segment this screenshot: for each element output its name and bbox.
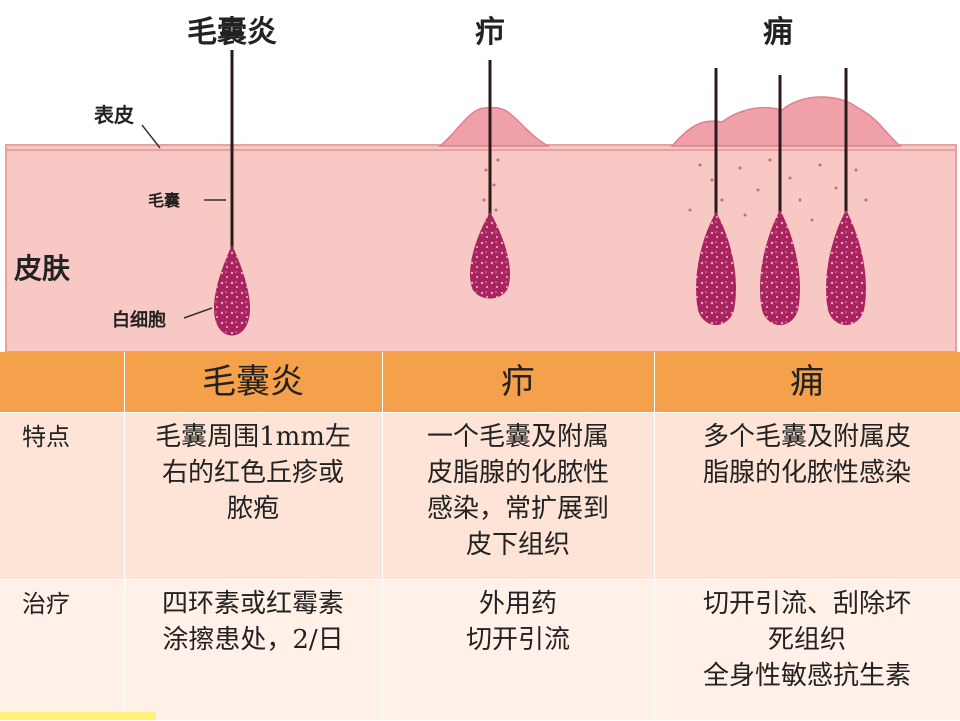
- label-pointers: [141, 124, 226, 319]
- cell-line: 四环素或红霉素: [161, 588, 344, 619]
- inflammation-dots: [482, 158, 868, 224]
- hair-shafts: [230, 50, 848, 270]
- label-hair-follicle: 毛囊: [148, 191, 181, 210]
- carbuncle-bump: [670, 96, 903, 147]
- cell-line: 毛囊周围1mm左: [155, 421, 351, 452]
- follicle-bulbs: [213, 210, 866, 336]
- header-furuncle: 疖: [382, 352, 655, 413]
- title-folliculitis: 毛囊炎: [187, 15, 277, 50]
- cell-line: 多个毛囊及附属皮: [702, 421, 911, 452]
- cell-line: 切开引流、刮除坏: [702, 588, 911, 619]
- comparison-table: 毛囊炎 疖 痈 特点 毛囊周围1mm左 右的红色丘疹或 脓疱 一个毛囊及附属 皮…: [0, 352, 960, 721]
- cell-line: 皮脂腺的化脓性: [426, 457, 609, 488]
- cell-line: 涂擦患处，2/日: [162, 624, 344, 655]
- cell-line: 一个毛囊及附属: [426, 421, 609, 452]
- cell-folliculitis-features: 毛囊周围1mm左 右的红色丘疹或 脓疱: [124, 412, 383, 580]
- skin-diagram: 毛囊炎 疖 痈 表皮 毛囊 皮肤 白细胞: [0, 0, 960, 352]
- label-white-cells: 白细胞: [112, 309, 166, 331]
- table-row-treatment: 治疗 四环素或红霉素 涂擦患处，2/日 外用药 切开引流 切开引流、刮除坏 死组…: [0, 579, 960, 721]
- cell-carbuncle-treatment: 切开引流、刮除坏 死组织 全身性敏感抗生素: [654, 579, 960, 721]
- corner-highlight-strip: [0, 712, 156, 720]
- header-carbuncle: 痈: [654, 352, 960, 413]
- title-carbuncle: 痈: [763, 15, 793, 50]
- label-epidermis: 表皮: [94, 103, 134, 127]
- row-label-features: 特点: [0, 412, 125, 580]
- cell-line: 死组织: [767, 624, 846, 655]
- cell-line: 脂腺的化脓性感染: [702, 457, 911, 488]
- table-header-row: 毛囊炎 疖 痈: [0, 352, 960, 413]
- cell-line: 外用药: [478, 588, 557, 619]
- title-furuncle: 疖: [475, 15, 505, 50]
- cell-carbuncle-features: 多个毛囊及附属皮 脂腺的化脓性感染: [654, 412, 960, 580]
- cell-line: 右的红色丘疹或: [161, 457, 344, 488]
- header-empty: [0, 352, 125, 413]
- cell-line: 全身性敏感抗生素: [702, 660, 911, 691]
- cell-line: 切开引流: [465, 624, 570, 655]
- cell-furuncle-features: 一个毛囊及附属 皮脂腺的化脓性 感染，常扩展到 皮下组织: [382, 412, 655, 580]
- cell-line: 皮下组织: [465, 529, 570, 560]
- cell-line: 脓疱: [226, 493, 279, 524]
- cell-line: 感染，常扩展到: [426, 493, 609, 524]
- label-skin: 皮肤: [14, 252, 71, 285]
- cell-folliculitis-treatment: 四环素或红霉素 涂擦患处，2/日: [124, 579, 383, 721]
- table-row-features: 特点 毛囊周围1mm左 右的红色丘疹或 脓疱 一个毛囊及附属 皮脂腺的化脓性 感…: [0, 412, 960, 580]
- header-folliculitis: 毛囊炎: [124, 352, 383, 413]
- cell-furuncle-treatment: 外用药 切开引流: [382, 579, 655, 721]
- row-label-treatment: 治疗: [0, 579, 125, 721]
